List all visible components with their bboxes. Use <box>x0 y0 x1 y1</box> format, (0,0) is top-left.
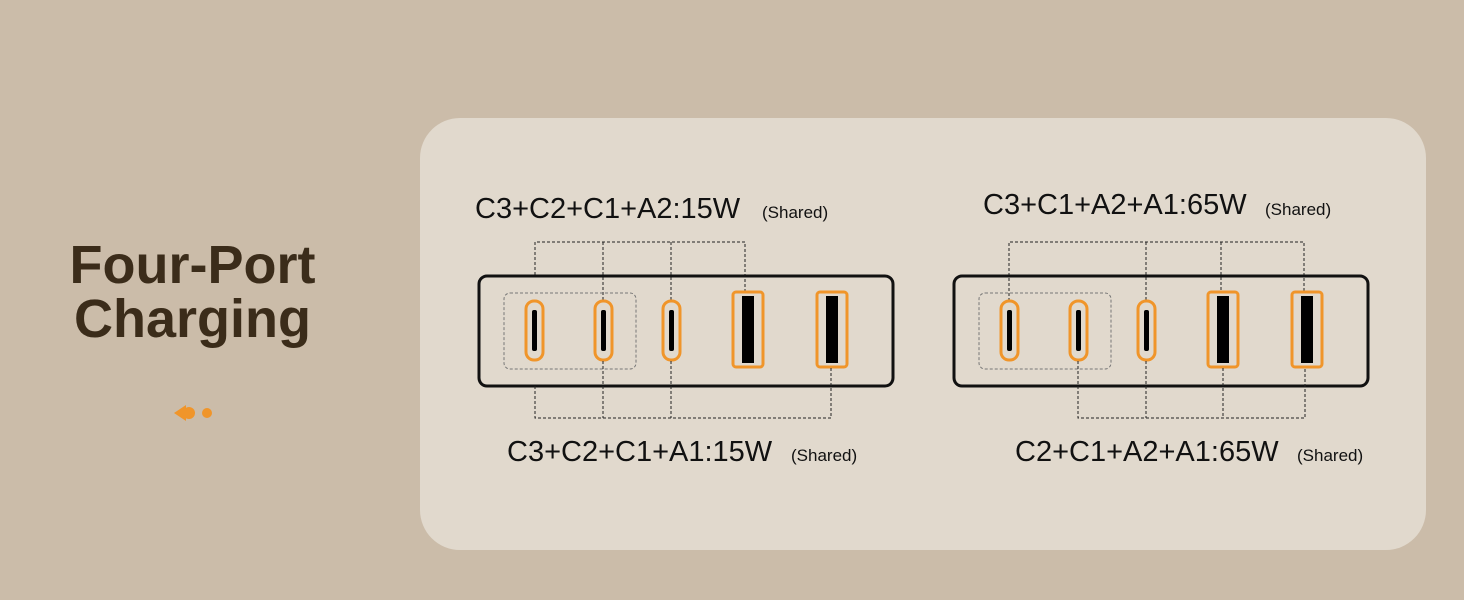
title-line-1: Four-Port <box>69 235 316 295</box>
diagram-panel: C3+C2+C1+A2:15W (Shared) <box>420 118 1426 550</box>
hub-1-bottom-connectors <box>534 361 832 419</box>
hub-1-port-c3 <box>524 299 545 362</box>
hub-2-outline <box>952 274 1370 388</box>
hub-1-top-label: C3+C2+C1+A2:15W <box>475 193 741 225</box>
connector-line <box>1008 241 1305 301</box>
carousel-active-dot-icon[interactable] <box>183 407 195 419</box>
hub-1-shared-group <box>503 292 637 370</box>
hub-1-bottom-label: C3+C2+C1+A1:15W <box>507 436 773 468</box>
hub-1-port-c1 <box>661 299 682 362</box>
hub-1-port-c2 <box>593 299 614 362</box>
hub-2-port-c1 <box>1136 299 1157 362</box>
connector-line <box>534 241 746 291</box>
hub-2-port-c2 <box>1068 299 1089 362</box>
hub-2-top-connectors <box>1008 241 1305 301</box>
page-title: Four-Port Charging <box>40 238 345 346</box>
hub-2-bottom-connectors <box>1077 361 1306 419</box>
hub-2-port-a1 <box>1290 290 1324 369</box>
carousel-dot-icon[interactable] <box>202 408 212 418</box>
title-line-2: Charging <box>74 289 311 349</box>
connector-line <box>1077 361 1306 419</box>
hub-1-top-connectors <box>534 241 746 301</box>
hub-2-bottom-note: (Shared) <box>1297 446 1363 465</box>
hub-2-top-note: (Shared) <box>1265 200 1331 219</box>
hub-2-port-a2 <box>1206 290 1240 369</box>
hub-2-bottom-label: C2+C1+A2+A1:65W <box>1015 436 1279 468</box>
hub-1-bottom-note: (Shared) <box>791 446 857 465</box>
hub-diagram-2: C3+C1+A2+A1:65W (Shared) <box>952 189 1370 468</box>
hub-2-top-label: C3+C1+A2+A1:65W <box>983 189 1247 221</box>
charging-diagram: C3+C2+C1+A2:15W (Shared) <box>475 189 1370 468</box>
hub-1-top-note: (Shared) <box>762 203 828 222</box>
hub-1-port-a1 <box>815 290 849 369</box>
hub-1-outline <box>477 274 895 388</box>
hub-2-shared-group <box>978 292 1112 370</box>
hub-2-port-c3 <box>999 299 1020 362</box>
hub-1-port-a2 <box>731 290 765 369</box>
hub-diagram-1: C3+C2+C1+A2:15W (Shared) <box>475 193 895 468</box>
carousel-nav[interactable] <box>174 404 224 424</box>
connector-line <box>534 368 832 419</box>
